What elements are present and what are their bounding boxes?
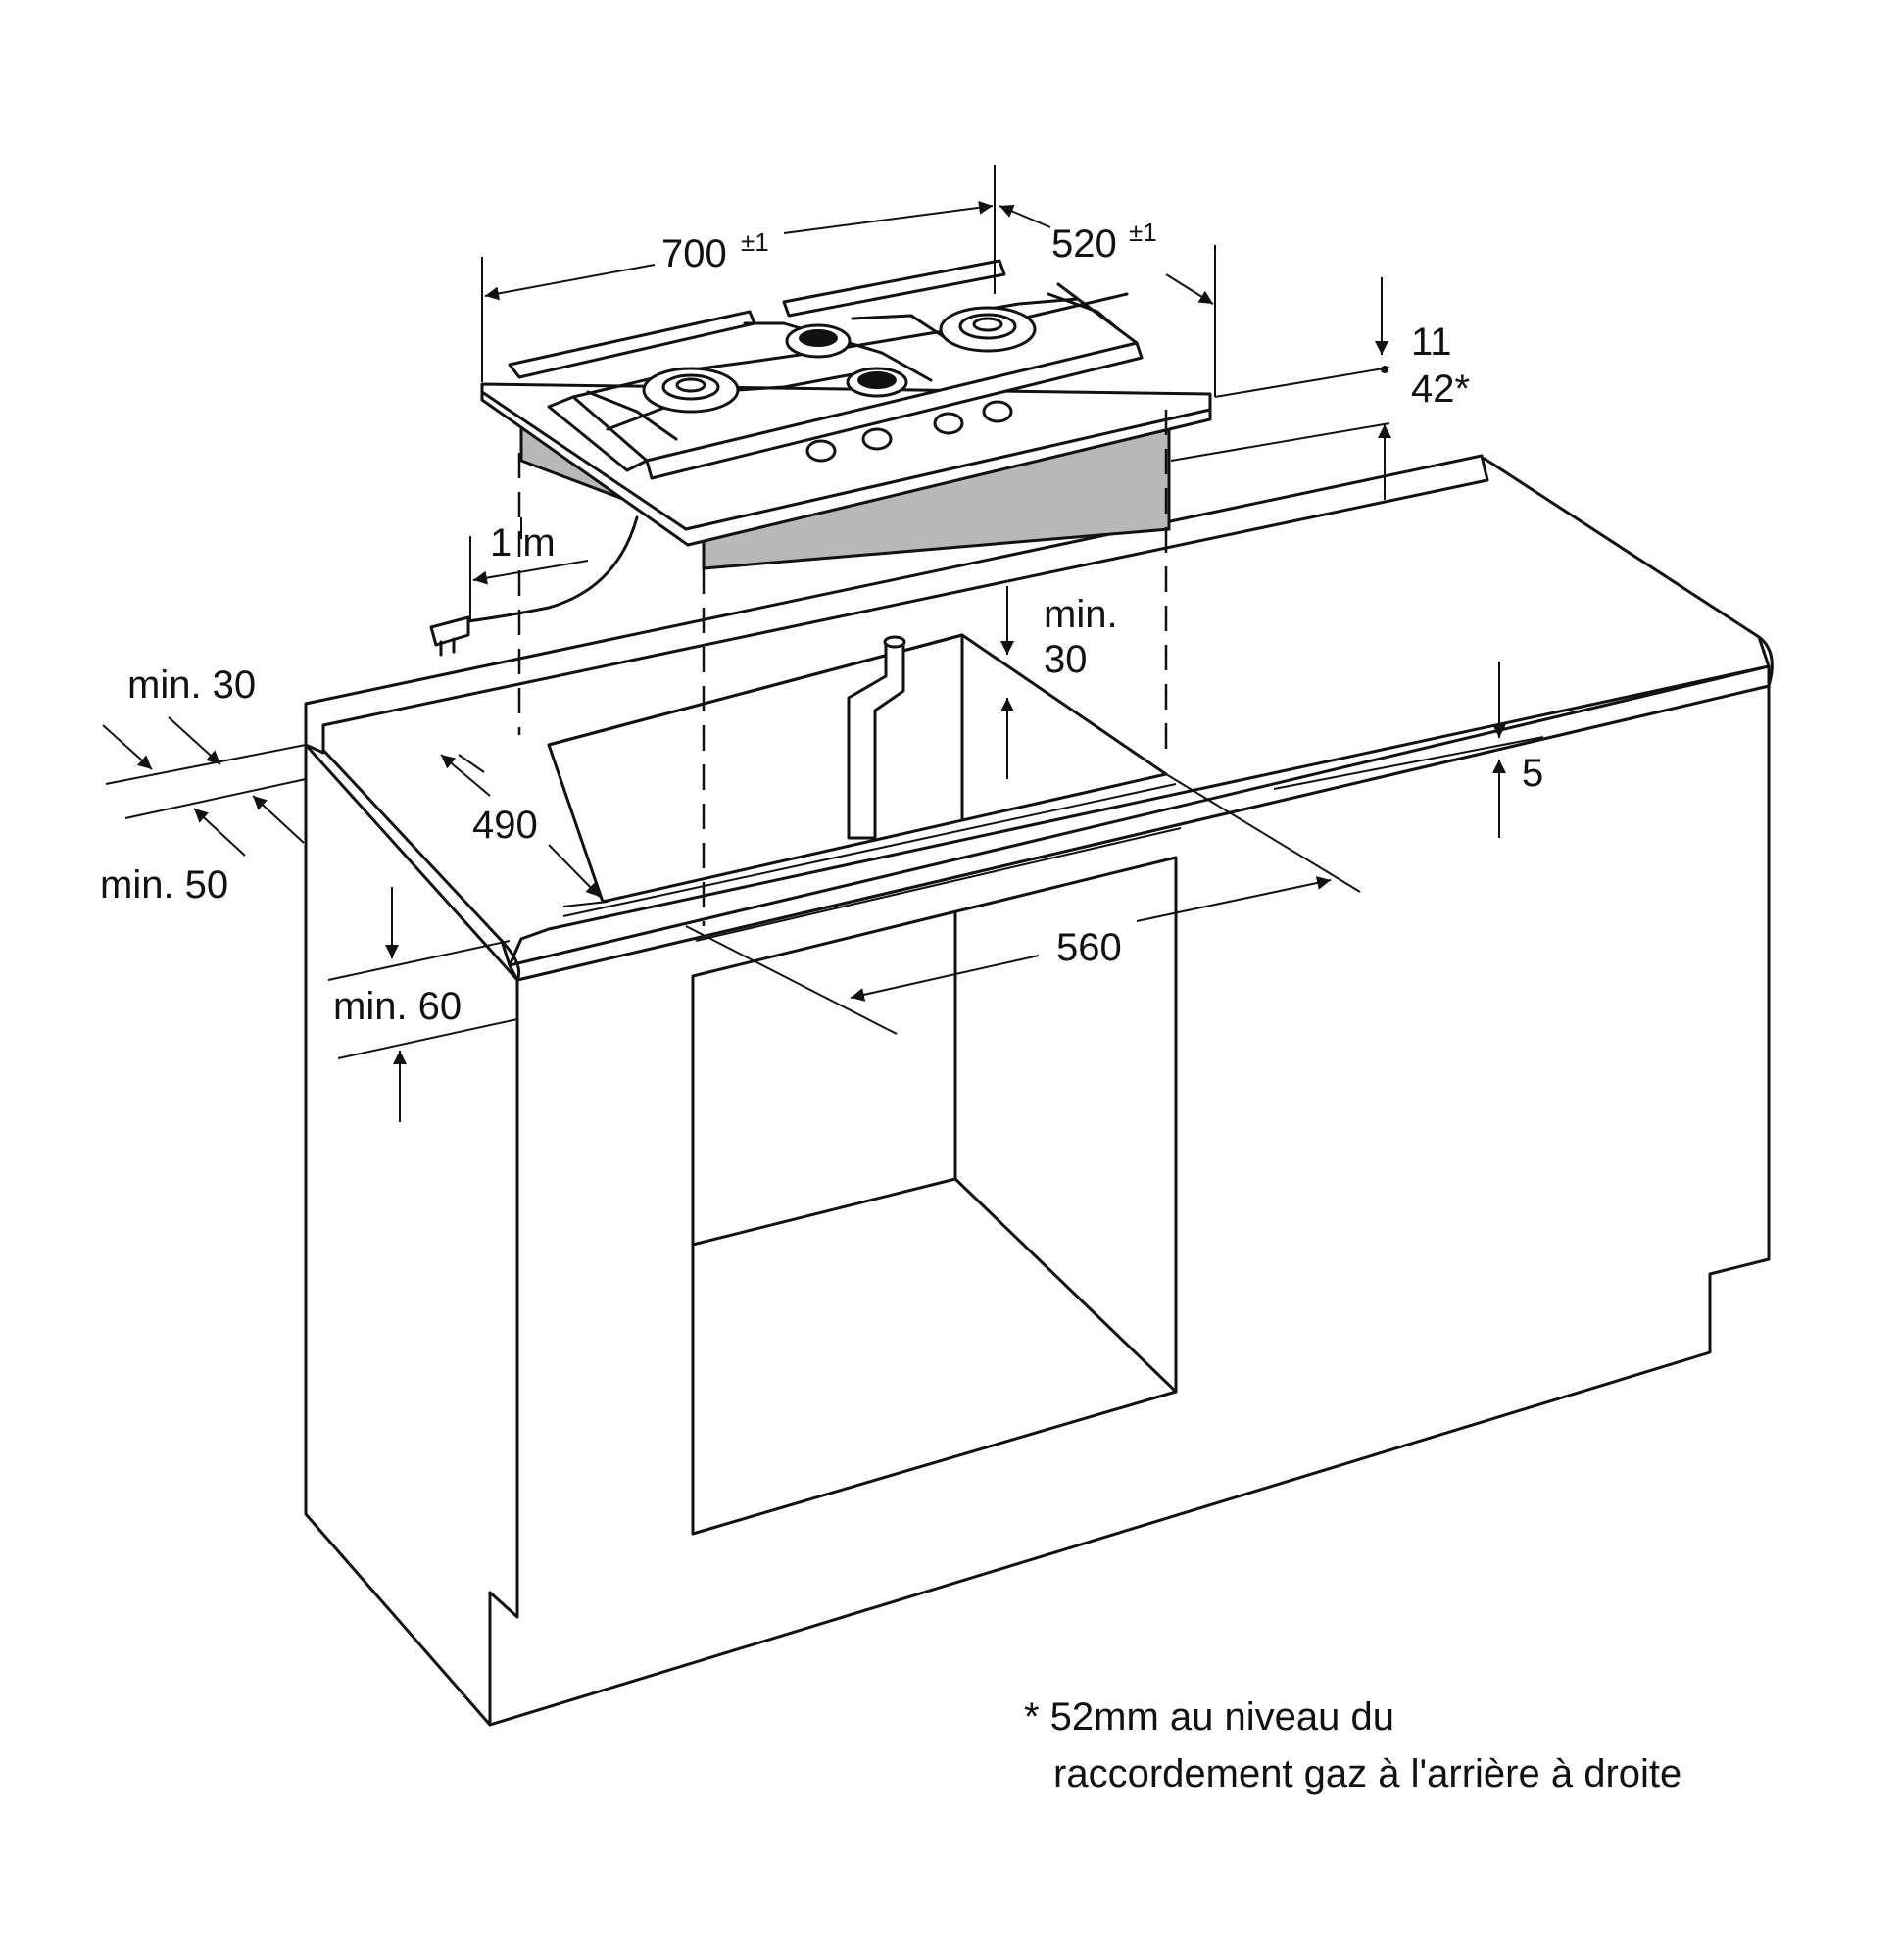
- footnote: * 52mm au niveau du raccordement gaz à l…: [1024, 1695, 1681, 1795]
- knob-1: [805, 439, 837, 463]
- label-depth-520: 520: [1051, 222, 1117, 266]
- burners: [642, 306, 1037, 414]
- label-rear-gap-line2: 30: [1044, 638, 1088, 681]
- label-height-42: 42*: [1411, 368, 1470, 411]
- label-below-min60: min. 60: [333, 985, 462, 1028]
- kitchen-cabinet: [304, 684, 1771, 1727]
- gas-pipe: [847, 640, 905, 840]
- label-depth-520-tolerance: ±1: [1129, 218, 1157, 247]
- dimension-labels: 700 ±1 520 ±1 11 42* 1 m min. 30 min. 30…: [100, 218, 1543, 1028]
- projection-lines: [517, 410, 1168, 926]
- label-cable-length: 1 m: [490, 521, 556, 564]
- label-rear-gap-line1: min.: [1044, 593, 1118, 636]
- footnote-line2: raccordement gaz à l'arrière à droite: [1053, 1752, 1681, 1795]
- knob-2: [861, 427, 893, 451]
- label-thickness-5: 5: [1522, 752, 1543, 795]
- label-cutout-490: 490: [472, 804, 538, 847]
- plug-icon: [429, 615, 470, 657]
- gas-hob: [429, 259, 1212, 657]
- worktop: [304, 454, 1774, 982]
- dimension-lines: [102, 165, 1544, 1122]
- power-cable: [459, 515, 639, 624]
- knob-4: [982, 400, 1013, 423]
- label-width-700-tolerance: ±1: [741, 227, 769, 257]
- footnote-line1: * 52mm au niveau du: [1024, 1695, 1394, 1739]
- knob-3: [933, 412, 964, 435]
- label-left-min30: min. 30: [127, 663, 256, 707]
- label-cutout-560: 560: [1056, 926, 1122, 969]
- label-width-700: 700: [661, 232, 727, 275]
- pan-supports: [508, 259, 1144, 480]
- label-left-min50: min. 50: [100, 863, 228, 906]
- control-knobs: [805, 400, 1013, 463]
- label-height-11: 11: [1411, 320, 1452, 364]
- oven-opening-inner-floor: [953, 1177, 1178, 1394]
